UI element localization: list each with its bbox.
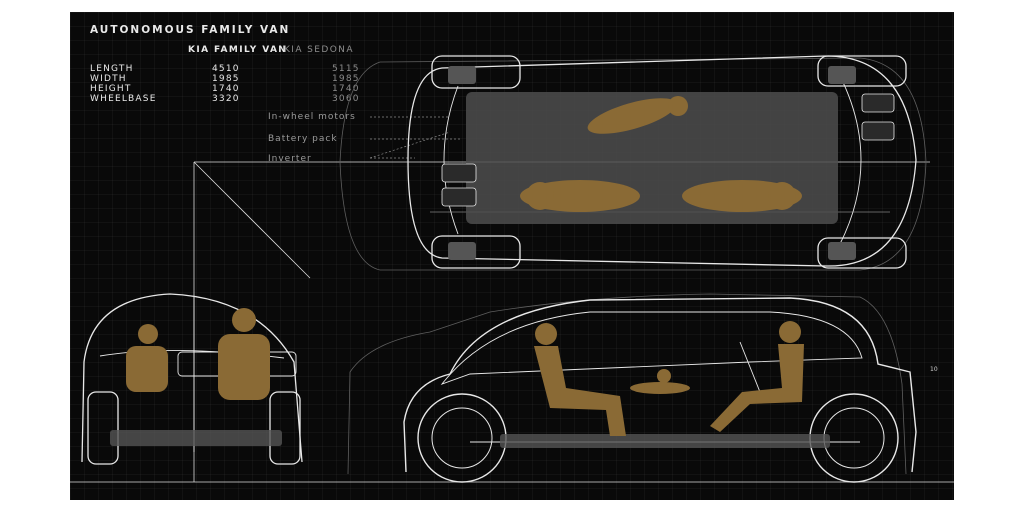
component-label-inverter: Inverter xyxy=(268,154,312,164)
spec-value-family-van: 1740 xyxy=(212,84,240,94)
spec-label: HEIGHT xyxy=(90,84,132,94)
occupants-front-view xyxy=(126,308,270,400)
component-label-battery-pack: Battery pack xyxy=(268,134,338,144)
spec-value-sedona: 1985 xyxy=(332,74,360,84)
vehicle-blueprint xyxy=(70,55,954,483)
page-number: 10 xyxy=(930,366,938,373)
front-view-battery xyxy=(110,430,282,446)
occupants-side-view xyxy=(534,321,804,436)
spec-value-family-van: 4510 xyxy=(212,64,240,74)
in-wheel-motors-top xyxy=(448,66,856,260)
side-view-battery xyxy=(500,434,830,448)
spec-label: WHEELBASE xyxy=(90,94,157,104)
component-leader-lines xyxy=(369,116,462,159)
sedona-outline xyxy=(339,57,927,475)
spec-value-sedona: 5115 xyxy=(332,64,360,74)
spec-value-sedona: 1740 xyxy=(332,84,360,94)
page-title: AUTONOMOUS FAMILY VAN xyxy=(90,24,291,36)
spec-label: LENGTH xyxy=(90,64,134,74)
spec-label: WIDTH xyxy=(90,74,127,84)
inverter-modules xyxy=(441,93,895,207)
occupants-top-view xyxy=(520,96,802,212)
component-label-in-wheel-motors: In-wheel motors xyxy=(268,112,356,122)
spec-value-family-van: 1985 xyxy=(212,74,240,84)
spec-value-family-van: 3320 xyxy=(212,94,240,104)
spec-value-sedona: 3060 xyxy=(332,94,360,104)
column-header-family-van: KIA FAMILY VAN xyxy=(188,45,288,55)
column-header-sedona: KIA SEDONA xyxy=(284,45,354,55)
spec-sheet-panel: AUTONOMOUS FAMILY VAN KIA FAMILY VAN KIA… xyxy=(70,12,954,500)
